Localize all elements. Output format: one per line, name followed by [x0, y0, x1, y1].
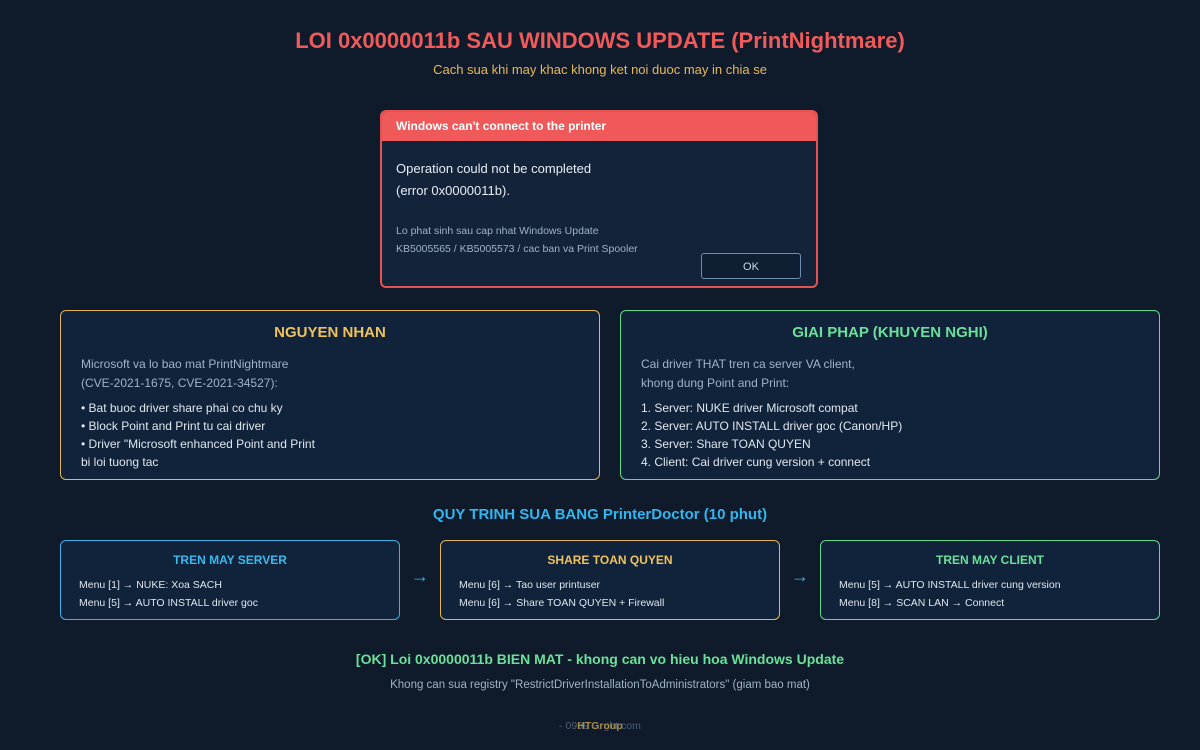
step-server-card: TREN MAY SERVER Menu [1] → NUKE: Xoa SAC…: [60, 540, 400, 620]
dialog-note-line-2: KB5005565 / KB5005573 / cac ban va Print…: [396, 243, 638, 255]
solution-intro: Cai driver THAT tren ca server VA client…: [641, 355, 1139, 393]
solution-item: 1. Server: NUKE driver Microsoft compat: [641, 401, 858, 415]
cause-list: • Bat buoc driver share phai co chu ky •…: [81, 399, 579, 471]
footer-text: - 0909 ... ght.com: [559, 720, 641, 732]
solution-title: GIAI PHAP (KHUYEN NGHI): [792, 324, 988, 341]
arrow-right-icon: →: [411, 566, 429, 586]
process-title: QUY TRINH SUA BANG PrinterDoctor (10 phu…: [432, 506, 768, 523]
error-dialog: Windows can't connect to the printer Ope…: [380, 110, 818, 288]
page-title: LOI 0x0000011b SAU WINDOWS UPDATE (Print…: [295, 28, 905, 53]
solution-list: 1. Server: NUKE driver Microsoft compat …: [641, 399, 1139, 471]
step-line: Menu [5] → AUTO INSTALL driver cung vers…: [839, 579, 1061, 591]
dialog-message-line-2: (error 0x0000011b).: [396, 183, 510, 198]
step-line: Menu [5] → AUTO INSTALL driver goc: [79, 597, 258, 609]
solution-item: 3. Server: Share TOAN QUYEN: [641, 437, 811, 451]
step-line: Menu [6] → Share TOAN QUYEN + Firewall: [459, 597, 665, 609]
step-client-card: TREN MAY CLIENT Menu [5] → AUTO INSTALL …: [820, 540, 1160, 620]
cause-panel: NGUYEN NHAN Microsoft va lo bao mat Prin…: [60, 310, 600, 480]
step-line: Menu [6] → Tao user printuser: [459, 579, 601, 591]
cause-item: • Driver "Microsoft enhanced Point and P…: [81, 437, 315, 469]
dialog-message: Operation could not be completed (error …: [396, 158, 591, 202]
solution-panel: GIAI PHAP (KHUYEN NGHI) Cai driver THAT …: [620, 310, 1160, 480]
cause-item: • Block Point and Print tu cai driver: [81, 419, 266, 433]
step-lines: Menu [1] → NUKE: Xoa SACH Menu [5] → AUT…: [79, 576, 381, 612]
step-line: Menu [1] → NUKE: Xoa SACH: [79, 579, 222, 591]
cause-intro-line-2: (CVE-2021-1675, CVE-2021-34527):: [81, 376, 278, 390]
step-share-card: SHARE TOAN QUYEN Menu [6] → Tao user pri…: [440, 540, 780, 620]
cause-title: NGUYEN NHAN: [274, 324, 386, 341]
step-title: SHARE TOAN QUYEN: [547, 553, 673, 567]
dialog-note: Lo phat sinh sau cap nhat Windows Update…: [396, 222, 638, 258]
step-title: TREN MAY SERVER: [173, 553, 287, 567]
cause-item: • Bat buoc driver share phai co chu ky: [81, 401, 283, 415]
arrow-right-icon: →: [791, 566, 809, 586]
footer-brand: HTGroup: [577, 720, 623, 732]
step-title: TREN MAY CLIENT: [935, 553, 1044, 567]
cause-intro: Microsoft va lo bao mat PrintNightmare (…: [81, 355, 579, 393]
page-subtitle: Cach sua khi may khac khong ket noi duoc…: [433, 62, 767, 77]
solution-item: 2. Server: AUTO INSTALL driver goc (Cano…: [641, 419, 903, 433]
step-line: Menu [8] → SCAN LAN → Connect: [839, 597, 1005, 609]
solution-item: 4. Client: Cai driver cung version + con…: [641, 455, 871, 469]
dialog-title: Windows can't connect to the printer: [382, 112, 816, 141]
result-headline: [OK] Loi 0x0000011b BIEN MAT - khong can…: [355, 651, 845, 667]
ok-button[interactable]: OK: [701, 253, 801, 279]
step-lines: Menu [5] → AUTO INSTALL driver cung vers…: [839, 576, 1141, 612]
dialog-message-line-1: Operation could not be completed: [396, 161, 592, 176]
step-lines: Menu [6] → Tao user printuser Menu [6] →…: [459, 576, 761, 612]
result-note: Khong can sua registry "RestrictDriverIn…: [390, 679, 810, 691]
cause-intro-line-1: Microsoft va lo bao mat PrintNightmare: [81, 357, 289, 371]
solution-intro-line-1: Cai driver THAT tren ca server VA client…: [641, 357, 855, 371]
solution-intro-line-2: khong dung Point and Print:: [641, 376, 790, 390]
dialog-note-line-1: Lo phat sinh sau cap nhat Windows Update: [396, 225, 599, 237]
